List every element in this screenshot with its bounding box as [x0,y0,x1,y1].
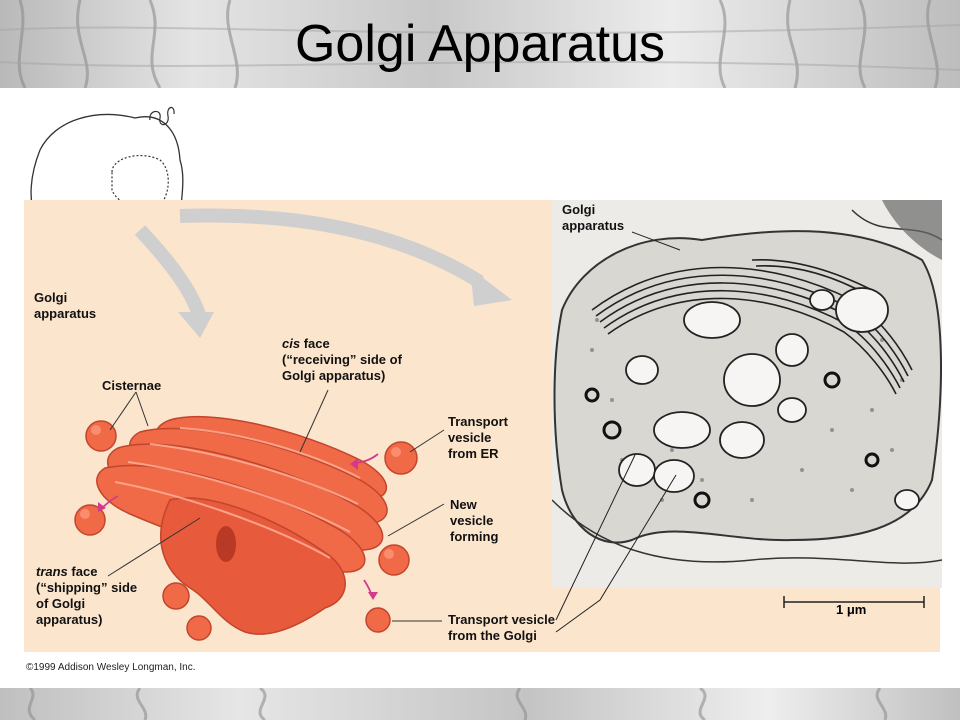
micrograph-image [552,200,942,588]
label-cis-face: cis face (“receiving” side of Golgi appa… [282,336,402,383]
label-trans-face: trans face (“shipping” side of Golgi app… [36,564,138,627]
scale-bar-label: 1 μm [836,602,867,617]
scale-bar-line [783,596,925,608]
footer-band [0,688,960,720]
texture-decoration [0,0,960,88]
electron-micrograph [552,200,942,588]
copyright-text: ©1999 Addison Wesley Longman, Inc. [26,662,196,673]
page-title: Golgi Apparatus [294,15,666,73]
texture-decoration [27,688,888,720]
header-band [0,0,960,88]
label-cisternae: Cisternae [102,378,162,393]
